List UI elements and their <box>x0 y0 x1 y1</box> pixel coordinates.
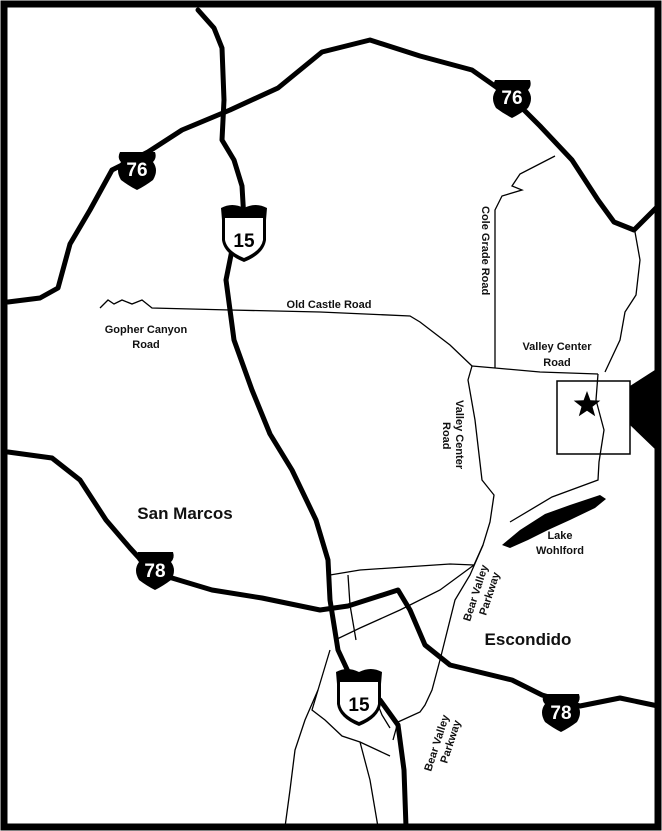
bear-valley-parkway-north <box>439 544 484 661</box>
escondido-grid-1 <box>329 563 475 576</box>
star-icon <box>573 391 601 417</box>
sr78-shield-west: 78 <box>136 552 174 590</box>
escondido-label: Escondido <box>485 630 572 649</box>
sr78-shield-east: 78 <box>542 694 580 732</box>
i15-south-number: 15 <box>348 695 370 716</box>
old-castle-road <box>99 299 473 367</box>
gopher-canyon-label-line1: Gopher Canyon <box>105 324 188 336</box>
gopher-canyon-label-line2: Road <box>132 339 160 351</box>
sr76-shield-west: 76 <box>118 152 156 190</box>
old-castle-road-label: Old Castle Road <box>287 299 372 311</box>
valley-center-road-east <box>471 365 599 375</box>
sr-76 <box>5 37 661 305</box>
south-road-1 <box>284 689 319 828</box>
pointer-wedge <box>630 368 658 452</box>
valley-center-road-vertical-label-line2: Road <box>440 422 452 450</box>
cole-grade-road-label: Cole Grade Road <box>479 206 491 295</box>
sr76-north-number: 76 <box>501 88 522 109</box>
valley-center-road-vertical <box>467 365 495 566</box>
i15-shield-north: 15 <box>221 205 267 262</box>
valley-center-road-east-label-line1: Valley Center <box>522 341 592 353</box>
sr78-east-number: 78 <box>550 703 571 724</box>
east-road-down <box>509 373 605 523</box>
valley-center-road-east-label-line2: Road <box>543 357 571 369</box>
south-road-2 <box>359 741 379 828</box>
sr76-shield-north: 76 <box>493 80 531 118</box>
sr76-west-number: 76 <box>126 160 147 181</box>
escondido-grid-2 <box>334 564 475 641</box>
lake-wohlford-label-line1: Lake <box>547 530 572 542</box>
i15-shield-south: 15 <box>336 669 382 726</box>
cole-grade-road <box>494 155 556 368</box>
lake-wohlford <box>502 495 606 548</box>
north-east-connector <box>604 231 641 373</box>
sr-78 <box>5 449 661 709</box>
destination-box <box>556 380 631 455</box>
san-marcos-label: San Marcos <box>137 504 232 523</box>
i15-north-number: 15 <box>233 231 255 252</box>
lake-wohlford-label-line2: Wohlford <box>536 545 584 557</box>
sr78-west-number: 78 <box>144 561 165 582</box>
valley-center-road-vertical-label-line1: Valley Center <box>453 400 465 470</box>
